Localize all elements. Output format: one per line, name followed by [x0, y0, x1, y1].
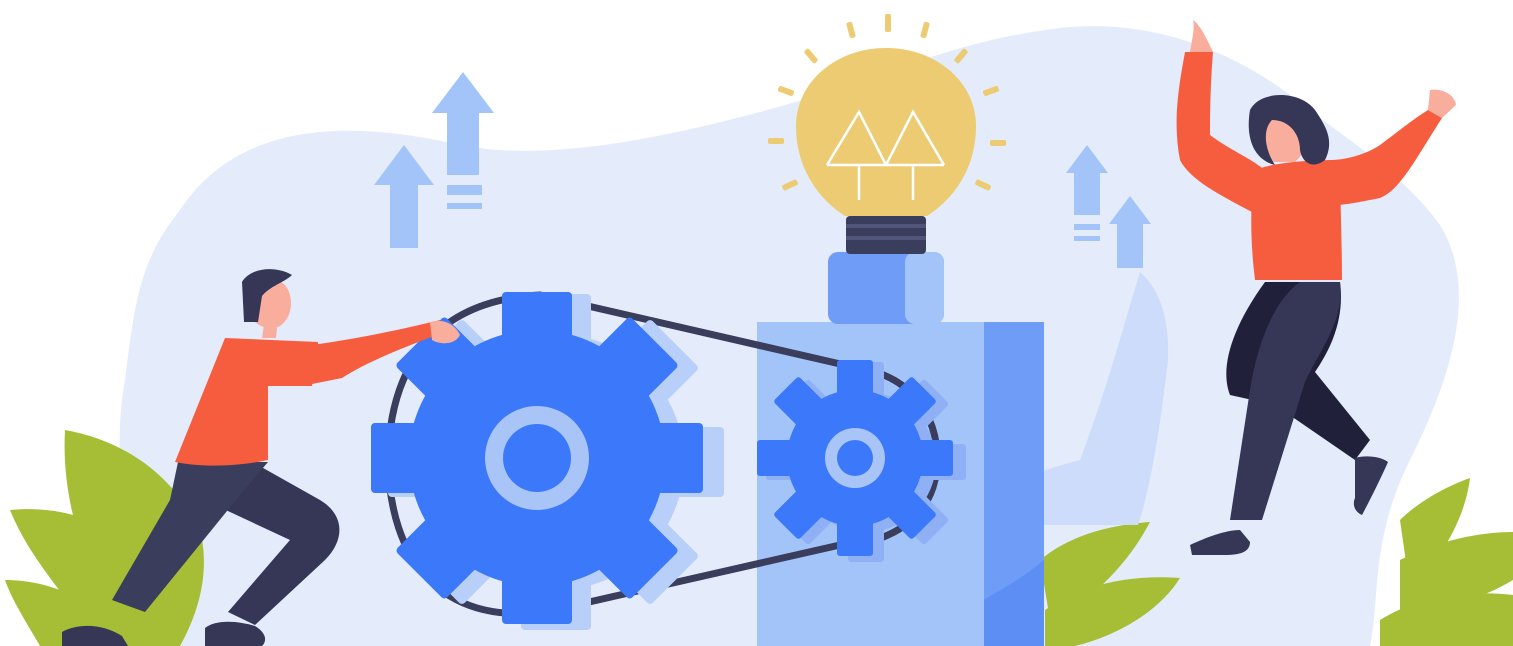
leaf-icon — [1380, 478, 1513, 646]
arrow-up-icon — [1066, 145, 1108, 241]
arrow-up-icon — [1109, 196, 1151, 268]
woman-jumping-figure — [1176, 20, 1456, 555]
lightbulb-icon — [768, 14, 1006, 254]
gear-icon — [371, 292, 703, 624]
light-ramp — [880, 272, 1169, 525]
man-pushing-figure — [62, 269, 460, 646]
gear-icon — [757, 360, 953, 556]
leaf-icon — [1040, 522, 1180, 646]
arrow-up-icon — [432, 72, 494, 209]
arrow-up-icon — [374, 145, 434, 248]
